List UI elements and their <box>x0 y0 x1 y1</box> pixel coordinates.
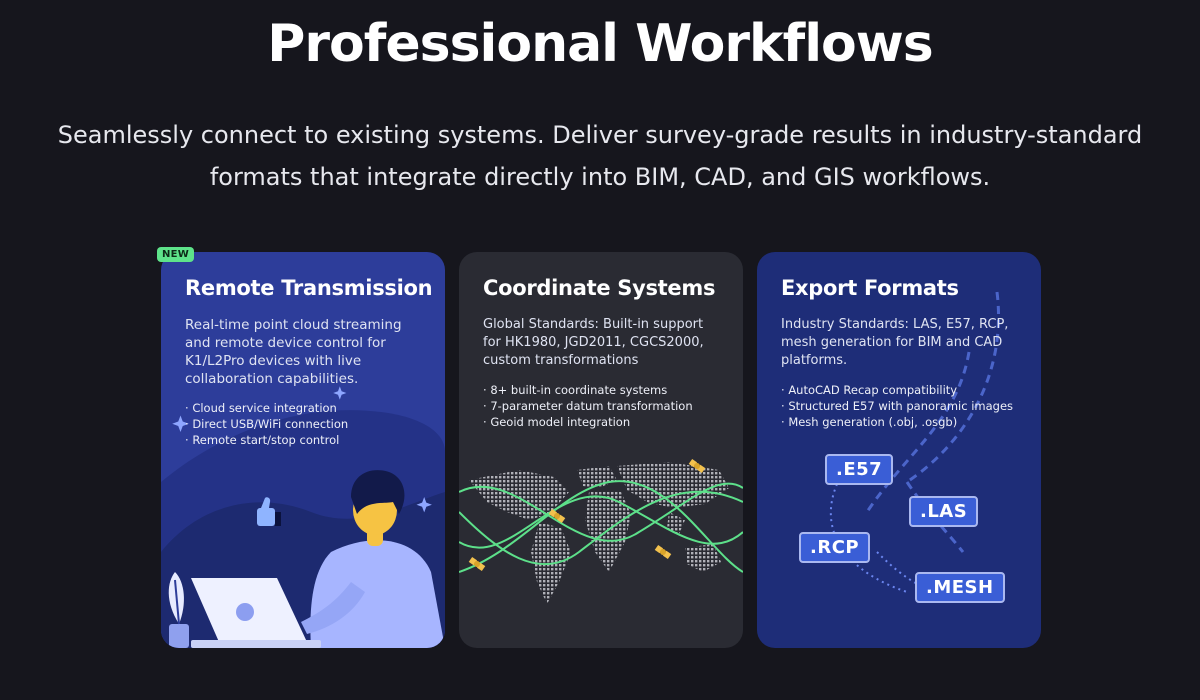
card-title: Remote Transmission <box>185 276 433 300</box>
card-coordinate-systems[interactable]: Coordinate Systems Global Standards: Bui… <box>459 252 743 648</box>
page-title: Professional Workflows <box>267 14 933 74</box>
card-title: Coordinate Systems <box>483 276 716 300</box>
format-tag-las: .LAS <box>909 496 979 527</box>
list-item: 8+ built-in coordinate systems <box>483 382 693 398</box>
list-item: Cloud service integration <box>185 400 348 416</box>
feature-list: 8+ built-in coordinate systems 7-paramet… <box>483 382 693 430</box>
thumbs-up-icon <box>257 497 281 526</box>
card-remote-transmission[interactable]: Remote Transmission Real-time point clou… <box>161 252 445 648</box>
subtitle-line-2: formats that integrate directly into BIM… <box>209 163 991 191</box>
card-description: Global Standards: Built-in support for H… <box>483 317 704 368</box>
list-item: Geoid model integration <box>483 414 693 430</box>
list-item: Mesh generation (.obj, .osgb) <box>781 414 1013 430</box>
feature-list: AutoCAD Recap compatibility Structured E… <box>781 382 1013 430</box>
list-item: 7-parameter datum transformation <box>483 398 692 414</box>
sparkle-icon <box>333 386 347 400</box>
page-subtitle: Seamlessly connect to existing systems. … <box>0 114 1200 198</box>
subtitle-line-1: Seamlessly connect to existing systems. … <box>57 121 1143 149</box>
card-description: Real-time point cloud streaming and remo… <box>185 317 402 387</box>
world-map-illustration <box>459 458 743 604</box>
new-badge: NEW <box>157 247 195 262</box>
list-item: AutoCAD Recap compatibility <box>781 382 1013 398</box>
format-tag-e57: .E57 <box>825 454 894 485</box>
plant-icon <box>168 572 189 648</box>
format-tag-mesh: .MESH <box>915 572 1005 603</box>
list-item: Direct USB/WiFi connection <box>185 416 348 432</box>
list-item: Structured E57 with panoramic images <box>781 398 1013 414</box>
feature-list: Cloud service integration Direct USB/WiF… <box>185 400 348 448</box>
card-title: Export Formats <box>781 276 959 300</box>
format-tag-rcp: .RCP <box>799 532 871 563</box>
card-export-formats[interactable]: Export Formats Industry Standards: LAS, … <box>757 252 1041 648</box>
card-description: Industry Standards: LAS, E57, RCP, mesh … <box>781 317 1009 368</box>
list-item: Remote start/stop control <box>185 432 348 448</box>
satellite-icon <box>468 458 706 572</box>
person-with-laptop-illustration <box>161 386 445 648</box>
